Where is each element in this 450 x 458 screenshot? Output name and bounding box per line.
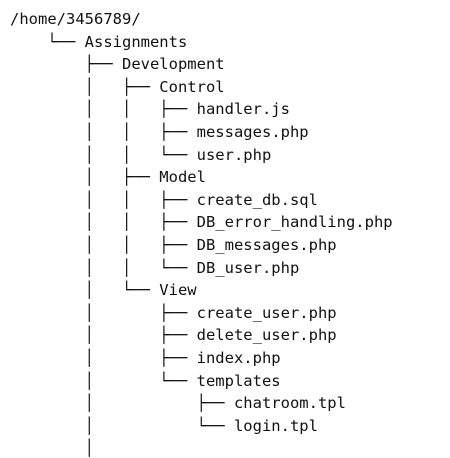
tree-trailing-connector: │ (10, 439, 94, 458)
tree-file-messages-php: │ │ ├── messages.php (10, 122, 309, 141)
tree-folder-view: │ └── View (10, 281, 197, 300)
tree-folder-model: │ ├── Model (10, 168, 206, 187)
tree-file-create-db-sql: │ │ ├── create_db.sql (10, 190, 318, 209)
tree-file-delete-user-php: │ ├── delete_user.php (10, 326, 337, 345)
tree-file-db-error-handling-php: │ │ ├── DB_error_handling.php (10, 213, 393, 232)
tree-folder-assignments: └── Assignments (10, 32, 188, 51)
tree-folder-templates: │ └── templates (10, 371, 281, 390)
tree-file-index-php: │ ├── index.php (10, 348, 281, 367)
tree-file-login-tpl: │ └── login.tpl (10, 416, 318, 435)
tree-folder-development: ├── Development (10, 55, 225, 74)
tree-root-path: /home/3456789/ (10, 10, 141, 28)
tree-file-handler-js: │ │ ├── handler.js (10, 100, 290, 119)
tree-file-db-messages-php: │ │ ├── DB_messages.php (10, 235, 337, 254)
tree-file-create-user-php: │ ├── create_user.php (10, 303, 337, 322)
tree-file-chatroom-tpl: │ ├── chatroom.tpl (10, 394, 346, 413)
tree-file-db-user-php: │ │ └── DB_user.php (10, 258, 300, 277)
tree-folder-control: │ ├── Control (10, 77, 225, 96)
directory-tree: /home/3456789/ └── Assignments ├── Devel… (10, 8, 393, 458)
tree-file-user-php: │ │ └── user.php (10, 145, 272, 164)
